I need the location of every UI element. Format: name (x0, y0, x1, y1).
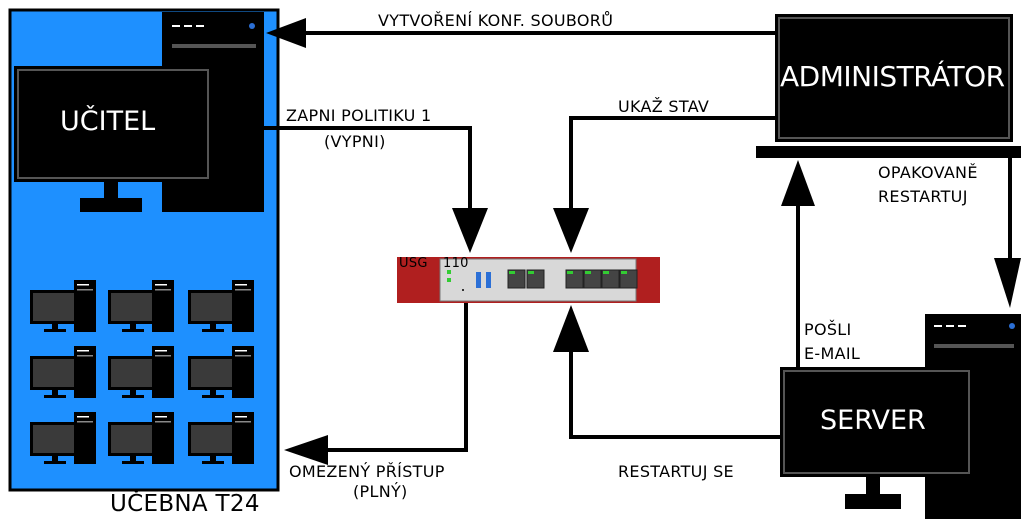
arrow-state-to-firewall (553, 208, 589, 253)
room-label: UČEBNA T24 (110, 492, 260, 517)
student-computers (30, 280, 254, 464)
firewall-model-label: USG (399, 256, 428, 272)
edge-label-email: E-MAIL (804, 344, 860, 364)
arrow-restart-self-to-firewall (553, 305, 589, 352)
edge-label-full-access: (PLNÝ) (353, 482, 408, 502)
edge-label-repeat: OPAKOVANĚ (878, 163, 978, 183)
arrow-restart-to-server (994, 258, 1021, 308)
arrow-policy-to-firewall (452, 208, 488, 253)
edge-label-create-config: VYTVOŘENÍ KONF. SOUBORŮ (378, 11, 613, 31)
edge-label-show-state: UKAŽ STAV (618, 97, 709, 117)
arrow-access-to-classroom (284, 435, 328, 465)
edge-label-restart: RESTARTUJ (878, 187, 968, 207)
teacher-label: UČITEL (60, 106, 155, 137)
edge-label-send: POŠLI (804, 320, 852, 340)
admin-label: ADMINISTRÁTOR (780, 60, 1005, 93)
edge-label-limited-access: OMEZENÝ PŘÍSTUP (289, 462, 445, 482)
edge-state-line (571, 118, 775, 212)
edge-label-policy-on: ZAPNI POLITIKU 1 (286, 106, 432, 126)
arrow-email-to-admin (781, 160, 815, 206)
firewall-number-label: 110 (443, 256, 469, 272)
edge-access-line (325, 303, 466, 450)
edge-label-policy-off: (VYPNI) (324, 132, 386, 152)
edge-restart-self-line (571, 348, 780, 437)
server-label: SERVER (820, 405, 926, 436)
firewall-device (397, 257, 660, 303)
edge-label-restart-self: RESTARTUJ SE (618, 462, 734, 482)
